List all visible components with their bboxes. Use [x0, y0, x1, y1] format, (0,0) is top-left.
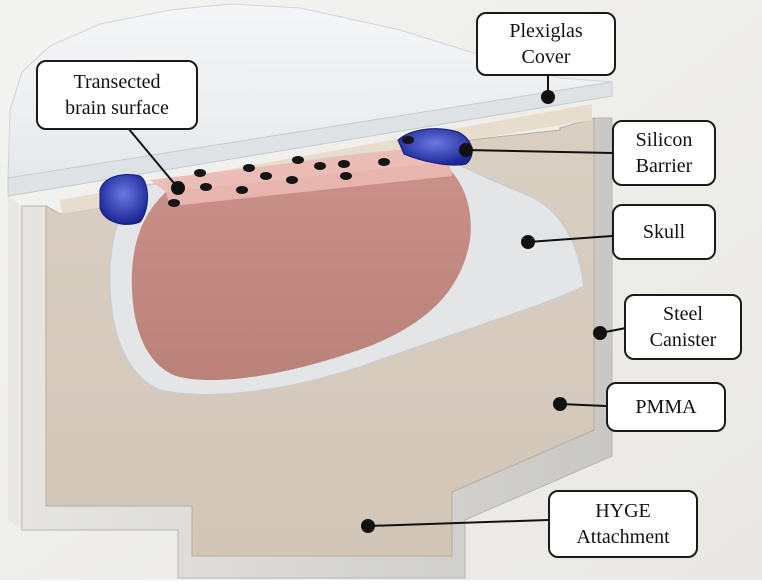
leader-dot: [361, 519, 375, 533]
label-text: HYGE: [595, 500, 651, 522]
electrode-dot: [338, 160, 350, 168]
electrode-dot: [402, 136, 414, 144]
electrode-dot: [168, 199, 180, 207]
leader-line-pmma: [559, 403, 607, 407]
electrode-dot: [314, 162, 326, 170]
label-text: Canister: [649, 329, 717, 351]
electrode-dot: [292, 156, 304, 164]
label-text: Skull: [642, 221, 686, 243]
label-silicon-barrier: Silicon Barrier: [612, 120, 716, 186]
leader-dot: [593, 326, 607, 340]
label-text: PMMA: [635, 396, 697, 418]
electrode-dot: [243, 164, 255, 172]
steel-canister-side-face: [8, 196, 22, 530]
leader-dot: [553, 397, 567, 411]
silicon-barrier-left: [99, 174, 148, 225]
label-skull: Skull: [612, 204, 716, 260]
label-transected-brain-surface: Transected brain surface: [36, 60, 198, 130]
label-text: brain surface: [65, 97, 169, 119]
plexiglas-cover-edge: [7, 81, 613, 197]
label-steel-canister: Steel Canister: [624, 294, 742, 360]
label-text: Silicon: [635, 129, 693, 151]
label-text: Plexiglas: [509, 20, 583, 42]
electrode-dot: [236, 186, 248, 194]
brain: [131, 166, 471, 381]
label-text: Steel: [663, 303, 703, 325]
electrode-dot: [340, 172, 352, 180]
transected-brain-surface: [166, 160, 452, 206]
leader-line-silicon: [465, 149, 613, 154]
leader-endpoints: [171, 90, 607, 533]
leader-line-brain-surface: [127, 127, 179, 189]
leader-dot: [459, 143, 473, 157]
label-text: Attachment: [576, 526, 670, 548]
leader-line-hyge: [367, 519, 549, 527]
brain-surface-top: [150, 146, 446, 192]
label-text: Cover: [521, 46, 571, 68]
electrode-dot: [286, 176, 298, 184]
label-text: Transected: [73, 71, 161, 93]
label-text: Barrier: [635, 155, 693, 177]
electrode-dot: [200, 183, 212, 191]
label-hyge-attachment: HYGE Attachment: [548, 490, 698, 558]
electrode-dot: [378, 158, 390, 166]
electrode-dot: [260, 172, 272, 180]
electrode-dot: [194, 169, 206, 177]
leader-dot: [171, 181, 185, 195]
leader-line-skull: [527, 235, 613, 243]
leader-dot: [541, 90, 555, 104]
label-plexiglas-cover: Plexiglas Cover: [476, 12, 616, 76]
leader-dot: [521, 235, 535, 249]
label-pmma: PMMA: [606, 382, 726, 432]
leader-lines: [127, 72, 627, 527]
